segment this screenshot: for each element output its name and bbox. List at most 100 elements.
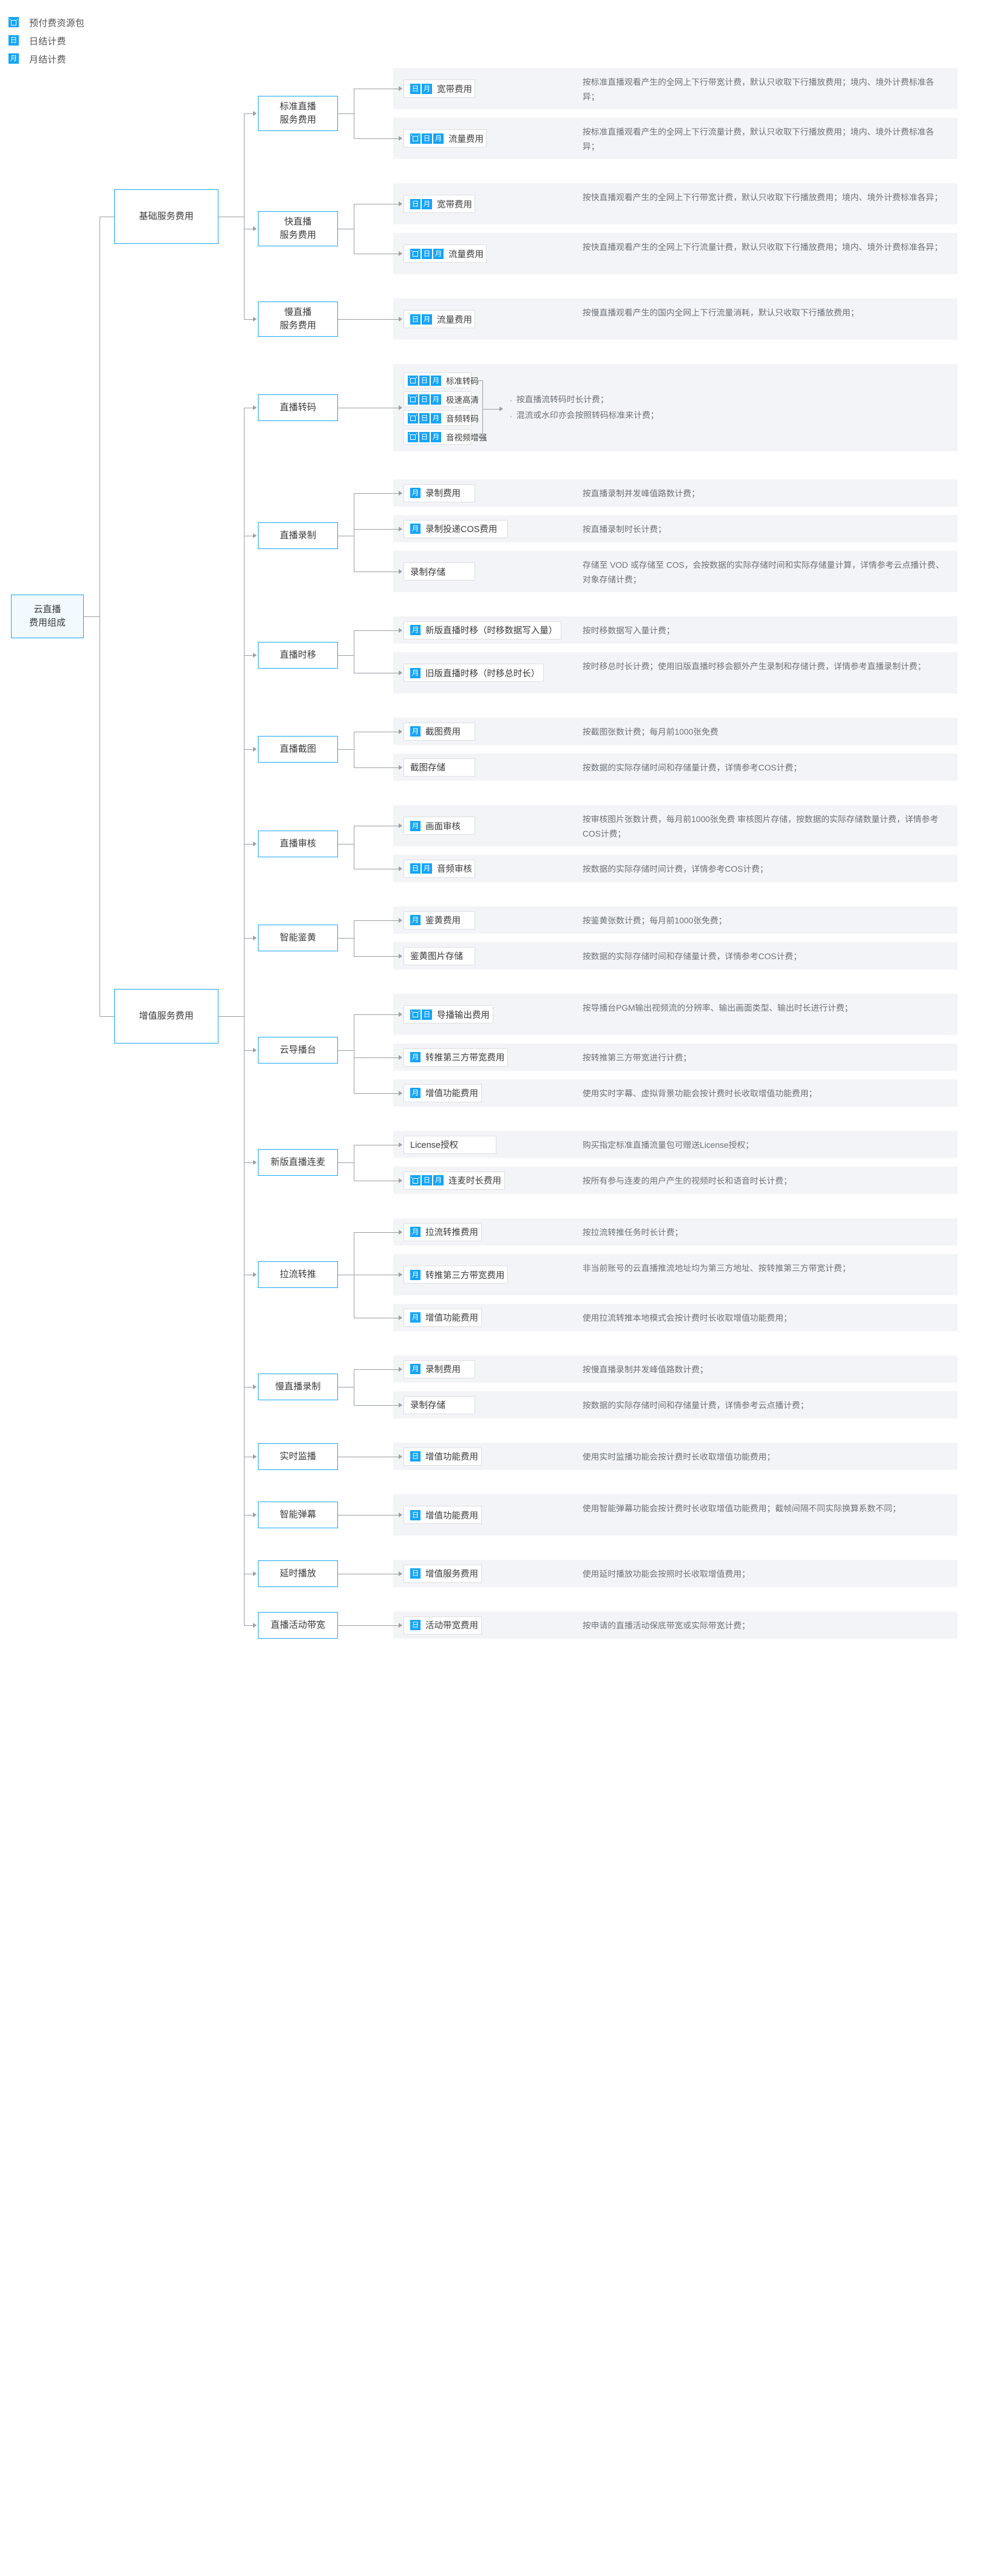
leaf-画面审核[interactable]: 月画面审核	[404, 817, 475, 835]
day-icon: 日	[422, 1009, 432, 1020]
connector-line	[100, 1016, 114, 1017]
leaf-转推第三方带宽费用[interactable]: 月转推第三方带宽费用	[404, 1266, 508, 1284]
node-新版直播连麦[interactable]: 新版直播连麦	[258, 1149, 338, 1176]
leaf-截图存储[interactable]: 截图存储	[404, 758, 475, 777]
month-icon: 月	[410, 1269, 421, 1280]
node-慢直播服务费用[interactable]: 慢直播服务费用	[258, 302, 338, 337]
transcode-item[interactable]: 日月极速高清	[404, 391, 479, 407]
leaf-增值功能费用[interactable]: 日增值功能费用	[404, 1506, 482, 1524]
connector-line	[244, 113, 253, 114]
strip	[393, 1611, 958, 1639]
leaf-description: 按时移数据写入量计费；	[583, 626, 675, 635]
node-快直播服务费用[interactable]: 快直播服务费用	[258, 211, 338, 246]
leaf-增值功能费用[interactable]: 月增值功能费用	[404, 1308, 482, 1327]
connector-arrow	[399, 1402, 402, 1408]
node-实时监播[interactable]: 实时监播	[258, 1443, 338, 1470]
node-云导播台[interactable]: 云导播台	[258, 1037, 338, 1064]
node-直播审核[interactable]: 直播审核	[258, 830, 338, 857]
node-直播截图[interactable]: 直播截图	[258, 736, 338, 763]
node-直播时移[interactable]: 直播时移	[258, 641, 338, 669]
node-直播录制[interactable]: 直播录制	[258, 522, 338, 549]
connector-arrow	[399, 569, 402, 574]
transcode-item[interactable]: 日月标准转码	[404, 373, 479, 388]
leaf-流量费用[interactable]: 日月流量费用	[404, 244, 487, 263]
leaf-流量费用[interactable]: 日月流量费用	[404, 129, 487, 147]
connector-arrow	[399, 1229, 402, 1235]
pkg-icon	[408, 394, 418, 405]
leaf-录制费用[interactable]: 月录制费用	[404, 1360, 475, 1378]
leaf-流量费用[interactable]: 日月流量费用	[404, 310, 476, 328]
legend: 预付费资源包 日 日结计费 月 月结计费	[8, 15, 84, 69]
leaf-新版直播时移（时移数据写入量）[interactable]: 月新版直播时移（时移数据写入量）	[404, 621, 561, 639]
leaf-label: 极速高清	[446, 396, 479, 405]
node-标准直播服务费用[interactable]: 标准直播服务费用	[258, 96, 338, 131]
leaf-宽带费用[interactable]: 日月宽带费用	[404, 79, 476, 98]
leaf-连麦时长费用[interactable]: 日月连麦时长费用	[404, 1171, 505, 1190]
node-直播活动带宽[interactable]: 直播活动带宽	[258, 1611, 338, 1639]
leaf-description: 存储至 VOD 或存储至 COS，会按数据的实际存储时间和实际存储量计算，详情参…	[583, 561, 944, 584]
leaf-增值功能费用[interactable]: 日增值功能费用	[404, 1447, 482, 1466]
leaf-label: 录制存储	[410, 1401, 445, 1411]
node-智能鉴黄[interactable]: 智能鉴黄	[258, 925, 338, 951]
leaf-description: 按直播录制并发峰值路数计费；	[583, 489, 700, 498]
connector-line	[338, 1625, 399, 1626]
connector-arrow	[399, 1622, 402, 1628]
leaf-录制费用[interactable]: 月录制费用	[404, 484, 475, 502]
month-icon: 月	[433, 1175, 444, 1185]
node-延时播放[interactable]: 延时播放	[258, 1560, 338, 1587]
leaf-录制投递COS费用[interactable]: 月录制投递COS费用	[404, 519, 508, 538]
connector-arrow	[253, 1512, 257, 1517]
node-慢直播录制[interactable]: 慢直播录制	[258, 1374, 338, 1400]
leaf-description: 使用实时监播功能会按计费时长收取增值功能费用；	[583, 1452, 775, 1462]
strip	[393, 233, 958, 274]
leaf-description: 使用智能弹幕功能会按计费时长收取增值功能费用；截帧间隔不同实际换算系数不同；	[583, 1504, 901, 1513]
connector-line	[354, 1093, 399, 1094]
leaf-拉流转推费用[interactable]: 月拉流转推费用	[404, 1222, 482, 1241]
leaf-label: 画面审核	[425, 821, 461, 832]
connector-arrow	[399, 1142, 402, 1147]
connector-arrow	[399, 1315, 402, 1320]
node-增值服务费用[interactable]: 增值服务费用	[114, 989, 218, 1044]
pkg-icon	[410, 133, 421, 144]
billing-icons: 日月	[408, 375, 441, 386]
pkg-icon	[410, 1009, 421, 1020]
leaf-录制存储[interactable]: 录制存储	[404, 562, 475, 581]
leaf-label: 鉴黄费用	[425, 916, 461, 926]
leaf-鉴黄图片存储[interactable]: 鉴黄图片存储	[404, 946, 475, 965]
transcode-item[interactable]: 日月音频转码	[404, 410, 479, 426]
month-icon: 月	[410, 667, 421, 678]
leaf-宽带费用[interactable]: 日月宽带费用	[404, 195, 476, 213]
node-直播转码[interactable]: 直播转码	[258, 394, 338, 421]
billing-icons: 月	[410, 1052, 421, 1062]
connector-arrow	[399, 526, 402, 531]
day-icon: 日	[410, 1620, 421, 1630]
leaf-截图费用[interactable]: 月截图费用	[404, 722, 475, 741]
day-icon: 日	[419, 413, 430, 423]
node-拉流转推[interactable]: 拉流转推	[258, 1261, 338, 1288]
leaf-旧版直播时移（时移总时长）[interactable]: 月旧版直播时移（时移总时长）	[404, 664, 544, 682]
leaf-增值服务费用[interactable]: 日增值服务费用	[404, 1564, 482, 1583]
month-icon: 月	[422, 863, 432, 874]
node-基础服务费用[interactable]: 基础服务费用	[114, 189, 218, 244]
billing-icons: 日月	[408, 431, 441, 442]
billing-icons: 月	[410, 524, 421, 534]
connector-line	[354, 1014, 399, 1015]
node-label: 拉流转推	[279, 1269, 316, 1280]
leaf-导播输出费用[interactable]: 日导播输出费用	[404, 1005, 493, 1023]
leaf-录制存储[interactable]: 录制存储	[404, 1395, 475, 1414]
leaf-活动带宽费用[interactable]: 日活动带宽费用	[404, 1616, 482, 1634]
leaf-鉴黄费用[interactable]: 月鉴黄费用	[404, 911, 475, 929]
leaf-License授权[interactable]: License授权	[404, 1135, 497, 1154]
leaf-增值功能费用[interactable]: 月增值功能费用	[404, 1084, 482, 1102]
node-label: 服务费用	[279, 115, 316, 125]
month-icon: 月	[410, 1364, 421, 1374]
pkg-icon	[408, 413, 418, 423]
node-root[interactable]: 云直播费用组成	[11, 594, 84, 638]
leaf-音频审核[interactable]: 日月音频审核	[404, 859, 476, 878]
node-智能弹幕[interactable]: 智能弹幕	[258, 1502, 338, 1528]
connector-arrow	[399, 317, 402, 322]
leaf-转推第三方带宽费用[interactable]: 月转推第三方带宽费用	[404, 1048, 508, 1067]
transcode-item[interactable]: 日月音视频增强	[404, 429, 487, 445]
leaf-label: 音频转码	[446, 414, 479, 423]
legend-item-label: 预付费资源包	[29, 18, 85, 29]
